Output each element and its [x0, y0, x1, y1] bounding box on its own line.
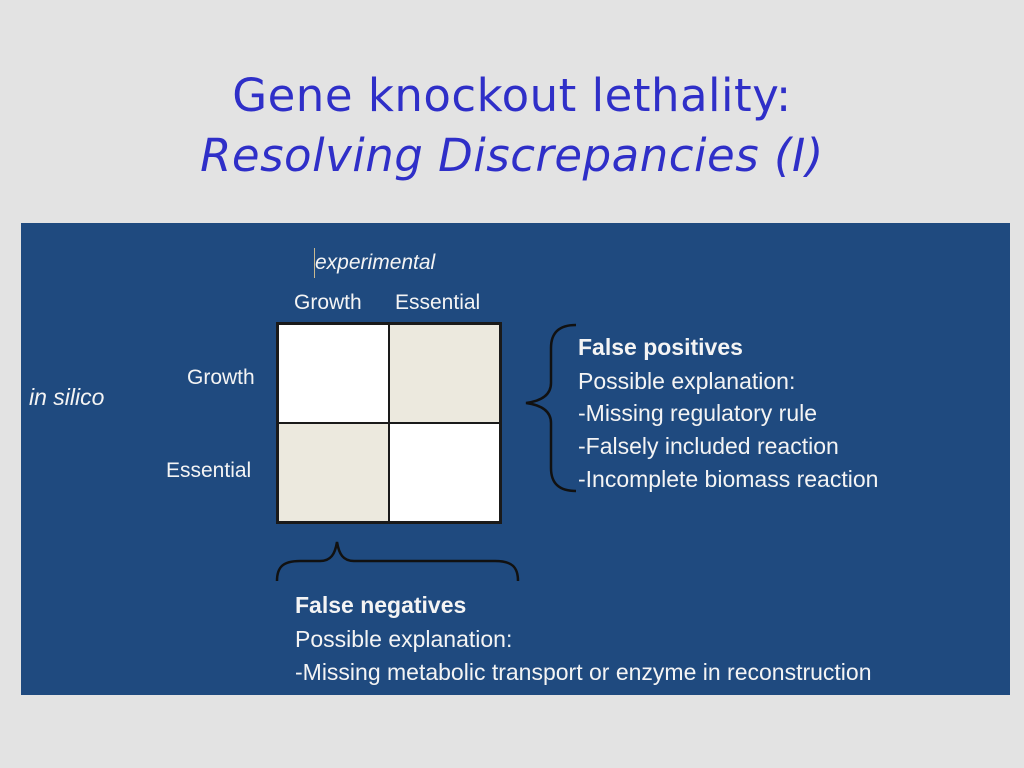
slide-title: Gene knockout lethality: Resolving Discr… [0, 66, 1024, 186]
text-cursor [314, 248, 315, 278]
false-positives-line: -Missing regulatory rule [578, 400, 818, 426]
false-positives-title: False positives [578, 334, 743, 360]
title-line-2: Resolving Discrepancies (I) [200, 129, 824, 182]
cell-essential-essential [389, 423, 500, 522]
false-negatives-line: -Missing metabolic transport or enzyme i… [295, 659, 872, 685]
false-positives-brace [525, 323, 577, 493]
experimental-label: experimental [315, 251, 436, 274]
false-negatives-brace [275, 541, 520, 582]
cell-growth-essential [389, 324, 500, 423]
title-line-1: Gene knockout lethality: [232, 69, 792, 122]
false-negatives-line: Possible explanation: [295, 626, 513, 652]
in-silico-label: in silico [29, 384, 105, 410]
false-positives-line: Possible explanation: [578, 368, 796, 394]
column-header-essential: Essential [395, 291, 481, 314]
column-header-growth: Growth [294, 291, 362, 314]
false-positives-line: -Incomplete biomass reaction [578, 466, 879, 492]
false-positives-line: -Falsely included reaction [578, 433, 839, 459]
cell-growth-growth [278, 324, 389, 423]
row-header-growth: Growth [187, 366, 255, 389]
confusion-matrix [276, 322, 502, 524]
row-header-essential: Essential [166, 459, 252, 482]
diagram-panel: experimental Growth Essential Growth Ess… [21, 223, 1010, 695]
false-negatives-title: False negatives [295, 592, 467, 618]
cell-essential-growth [278, 423, 389, 522]
